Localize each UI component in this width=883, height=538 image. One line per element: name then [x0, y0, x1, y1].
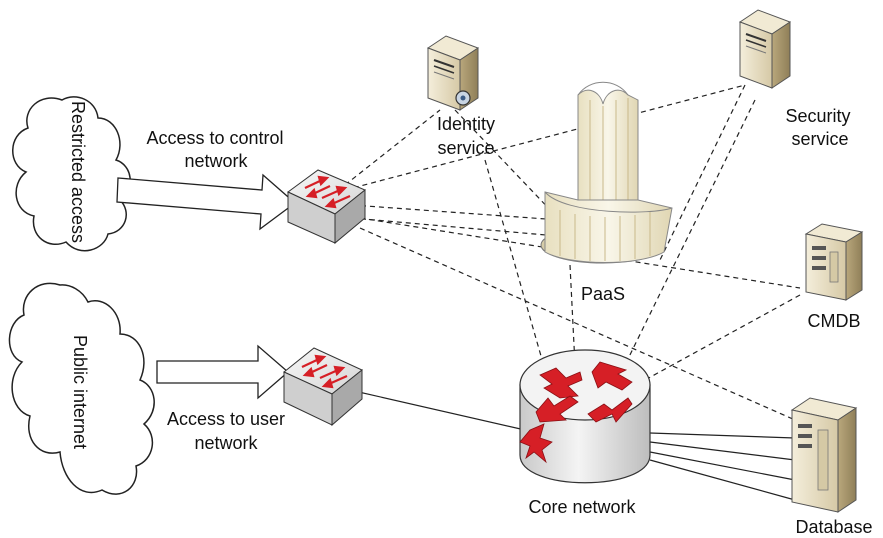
label-database: Database — [795, 517, 872, 537]
label-paas: PaaS — [581, 284, 625, 304]
label-control-line2: network — [184, 151, 248, 171]
control-network-switch — [287, 169, 366, 245]
label-identity-line1: Identity — [437, 114, 495, 134]
database-server-tower — [790, 397, 858, 513]
paas-mainframe — [540, 81, 673, 264]
link-user-switch-core — [349, 389, 526, 431]
link-core-database-1 — [649, 432, 796, 439]
label-control-line1: Access to control — [146, 128, 283, 148]
label-user-line2: network — [194, 433, 258, 453]
link-cmdb-core — [644, 294, 801, 381]
arrow-user-network — [156, 344, 289, 400]
link-control-switch-security — [344, 84, 746, 191]
label-user-line1: Access to user — [167, 409, 285, 429]
link-core-database-3 — [649, 451, 796, 481]
link-control-switch-paas — [351, 204, 561, 221]
link-security-paas — [659, 84, 746, 261]
identity-service-server — [426, 35, 480, 111]
solid-links — [349, 389, 796, 501]
link-security-core — [624, 99, 756, 366]
cloud-shape — [8, 282, 155, 495]
label-core-network: Core network — [528, 497, 636, 517]
label-security-line1: Security — [785, 106, 850, 126]
cloud-shape — [12, 96, 131, 252]
link-control-switch-cmdb — [359, 217, 801, 289]
router-arrows-icon — [519, 361, 633, 464]
link-identity-core — [484, 159, 546, 371]
dashed-links — [344, 84, 801, 421]
link-core-database-2 — [649, 441, 796, 461]
label-security-line2: service — [791, 129, 848, 149]
cloud-label-public: Public internet — [70, 335, 90, 449]
user-network-switch — [283, 347, 363, 427]
cloud-restricted-access: Restricted access — [12, 96, 131, 252]
label-cmdb: CMDB — [808, 311, 861, 331]
cloud-public-internet: Public internet — [8, 282, 155, 495]
security-service-server — [738, 9, 792, 89]
labels: Access to control network Access to user… — [146, 106, 872, 537]
link-paas-core — [569, 264, 576, 366]
link-control-switch-database — [359, 227, 796, 421]
link-identity-paas — [454, 109, 556, 216]
cloud-label-restricted: Restricted access — [68, 101, 88, 243]
link-control-switch-identity — [344, 109, 441, 186]
core-network-router — [519, 349, 651, 484]
link-core-database-4 — [649, 459, 796, 501]
label-identity-line2: service — [437, 138, 494, 158]
arrow-control-network — [116, 173, 297, 231]
cmdb-server-tower — [804, 223, 864, 301]
